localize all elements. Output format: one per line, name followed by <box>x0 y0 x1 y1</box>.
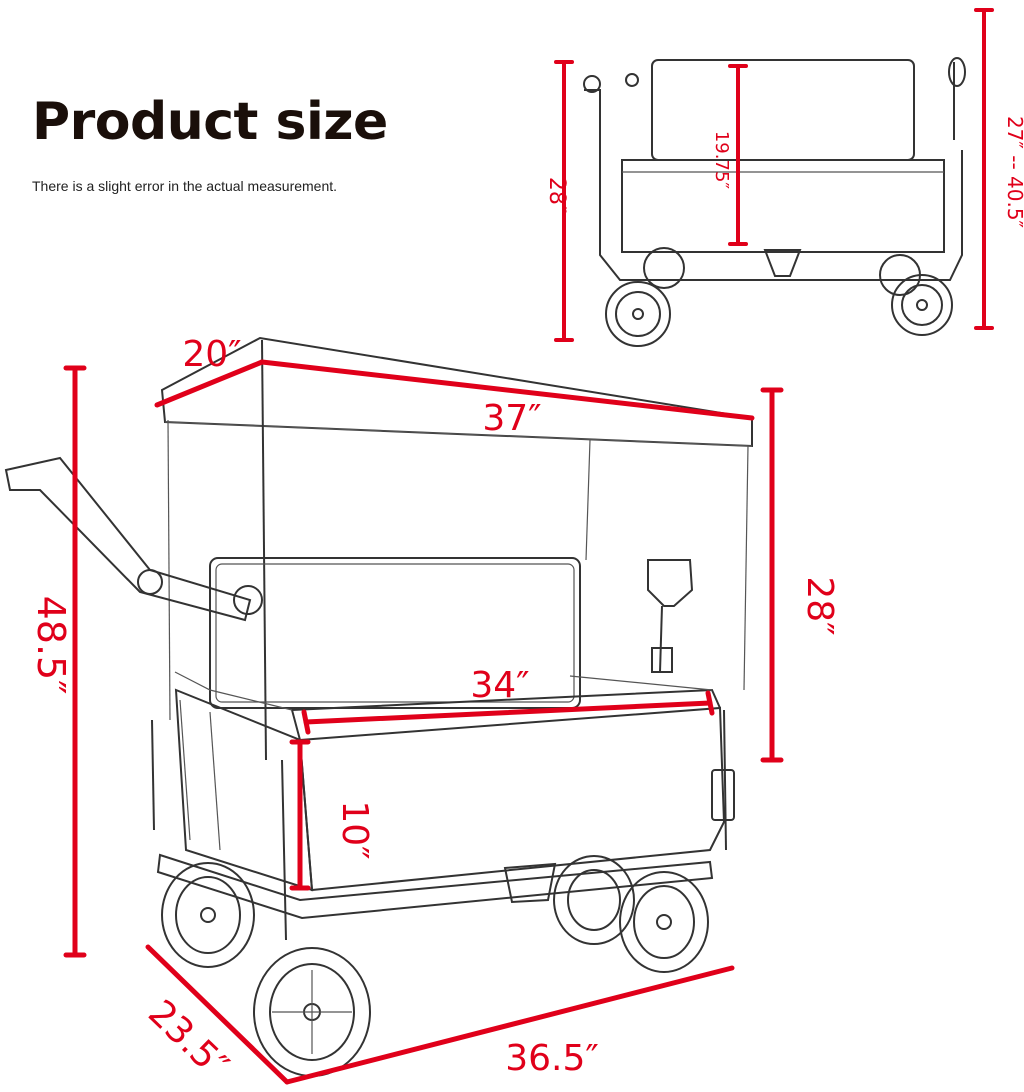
frame-leg-back-left <box>151 719 155 831</box>
main-wagon-drawing <box>4 336 753 1077</box>
canopy-pole-back-left <box>167 419 171 721</box>
wheel-back-right <box>553 855 635 945</box>
inset-wagon-drawing <box>583 57 966 347</box>
canopy-length-line <box>259 359 755 421</box>
inset-height-label: 28″ <box>544 177 569 213</box>
inset-frame <box>599 150 963 281</box>
inset-wheel-back-right <box>879 254 921 296</box>
canopy-height-label: 28″ <box>799 576 840 635</box>
frame-leg-front <box>281 759 287 941</box>
canopy-pole-back-right <box>585 439 591 561</box>
bed-depth-label: 10″ <box>334 800 375 859</box>
wagon-body <box>298 706 726 892</box>
rear-handle <box>647 559 694 673</box>
inset-wagon-body <box>621 159 945 253</box>
canopy <box>160 336 753 448</box>
wagon-rim <box>290 688 721 741</box>
wheel-front-right <box>619 871 709 973</box>
pull-handle <box>4 456 263 622</box>
canopy-length-label: 37″ <box>482 398 541 439</box>
wheel-back-left <box>161 862 255 968</box>
base-width-line <box>145 944 290 1085</box>
inner-length-line <box>303 700 713 725</box>
inset-handle-left <box>584 89 601 170</box>
measurement-note: There is a slight error in the actual me… <box>32 178 338 194</box>
page-title: Product size <box>32 92 388 152</box>
canopy-pole-front <box>261 339 267 761</box>
canopy-depth-label: 20″ <box>182 334 241 375</box>
canopy-pole-right <box>743 445 749 691</box>
inset-seat-back <box>651 59 915 161</box>
base-width-label: 23.5″ <box>140 992 236 1087</box>
frame-leg-back-right <box>723 709 727 851</box>
inner-length-label: 34″ <box>470 665 529 706</box>
center-bracket <box>503 862 557 904</box>
inset-wheel-front-left <box>605 281 671 347</box>
wheel-front-left <box>253 947 371 1077</box>
inset-seat-height-label: 19.75″ <box>711 131 732 190</box>
overall-height-label: 48.5″ <box>29 596 73 695</box>
wagon-side-left <box>174 688 314 892</box>
base-length-line <box>284 965 735 1085</box>
inset-wheel-front-right <box>891 274 953 336</box>
seat-back <box>209 557 581 709</box>
canopy-depth-line <box>154 359 265 408</box>
base-length-label: 36.5″ <box>505 1038 599 1079</box>
inset-wheel-back-left <box>643 247 685 289</box>
inset-handle-range-label: 27″ -- 40.5″ <box>1003 116 1024 228</box>
inset-center-bracket <box>763 249 802 277</box>
base-frame <box>156 853 714 920</box>
